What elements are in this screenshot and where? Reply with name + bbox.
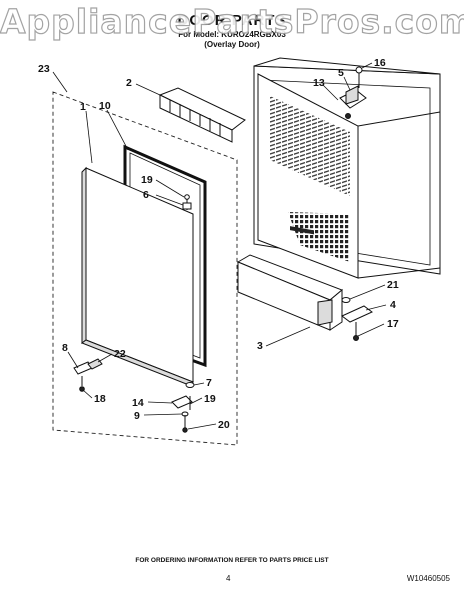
callout-13: 13 bbox=[313, 77, 325, 89]
ordering-note: FOR ORDERING INFORMATION REFER TO PARTS … bbox=[135, 557, 329, 564]
callout-21: 21 bbox=[387, 279, 399, 291]
leader-lines bbox=[52, 62, 387, 430]
callout-1: 1 bbox=[80, 101, 86, 113]
callout-6: 6 bbox=[143, 189, 149, 201]
callout-23: 23 bbox=[38, 63, 50, 75]
callout-3: 3 bbox=[257, 340, 263, 352]
callout-20: 20 bbox=[218, 419, 230, 431]
callout-7: 7 bbox=[206, 377, 212, 389]
callout-5: 5 bbox=[338, 67, 344, 79]
callout-14: 14 bbox=[132, 397, 144, 409]
callout-4: 4 bbox=[390, 299, 396, 311]
lower-hinge-right bbox=[341, 297, 373, 341]
site-watermark: AppliancePartsPros.com bbox=[0, 1, 464, 41]
callout-8: 8 bbox=[62, 342, 68, 354]
cabinet-vents bbox=[270, 96, 350, 262]
lower-hinge-center bbox=[171, 382, 195, 433]
door-variant: (Overlay Door) bbox=[204, 40, 260, 49]
callout-18: 18 bbox=[94, 393, 106, 405]
callout-9: 9 bbox=[134, 410, 140, 422]
callout-16: 16 bbox=[374, 57, 386, 69]
diagram-title: DOOR PARTS bbox=[177, 12, 287, 29]
door-screws bbox=[182, 194, 192, 210]
callout-17: 17 bbox=[387, 318, 399, 330]
lower-hinge-left bbox=[73, 358, 103, 392]
callout-19-lower: 19 bbox=[204, 393, 216, 405]
ice-tray bbox=[158, 87, 246, 143]
page-number: 4 bbox=[226, 574, 231, 583]
callout-22: 22 bbox=[114, 348, 126, 360]
drawer-bin bbox=[236, 254, 343, 331]
callout-2: 2 bbox=[126, 77, 132, 89]
door-assembly-boundary bbox=[52, 91, 238, 446]
door-panel bbox=[80, 166, 195, 386]
document-code: W10460505 bbox=[406, 574, 450, 583]
top-hinge bbox=[339, 66, 367, 119]
callout-19-upper: 19 bbox=[141, 174, 153, 186]
model-number: For Model: KURO24RGBX03 bbox=[178, 30, 286, 39]
callout-10: 10 bbox=[99, 100, 111, 112]
